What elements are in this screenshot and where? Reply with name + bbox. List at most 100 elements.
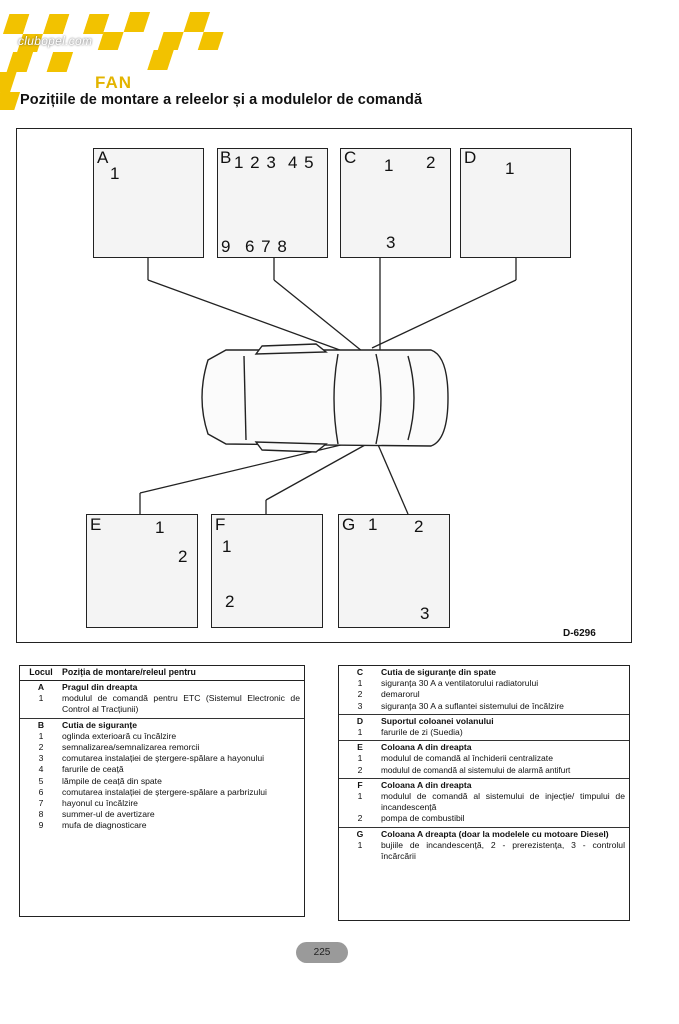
- item-number: 4: [38, 764, 44, 775]
- item-number: 9: [38, 820, 44, 831]
- section-title: Pragul din dreapta: [62, 682, 138, 692]
- item-text: oglinda exterioară cu încălzire: [62, 730, 177, 741]
- section-title: Cutia de siguranțe: [62, 719, 137, 730]
- logo-site-text: clubopel.com: [18, 34, 93, 48]
- panel-f: [211, 514, 323, 628]
- panel-b: [217, 148, 328, 258]
- panel-f-letter: F: [215, 515, 226, 534]
- item-text: modulul de comandă al sistemului de inje…: [381, 791, 625, 813]
- right-legend-table: C Cutia de siguranțe din spate 1 siguranța…: [338, 665, 630, 921]
- item-number: 2: [357, 689, 363, 700]
- section-d: D Suportul coloanei volanului 1 farurile d…: [339, 715, 629, 742]
- item-text: summer-ul de avertizare: [62, 809, 155, 820]
- item-number: 1: [357, 678, 363, 689]
- item-number: 2: [357, 813, 363, 824]
- item-number: 3: [357, 700, 363, 711]
- logo-fan-text: FAN: [95, 73, 132, 92]
- section-code: G: [356, 828, 364, 839]
- panel-f-num-1: 1: [222, 537, 232, 556]
- item-text: mufa de diagnosticare: [62, 820, 147, 831]
- item-text: demarorul: [381, 689, 420, 700]
- item-number: 1: [357, 791, 363, 802]
- item-number: 5: [38, 775, 44, 786]
- item-text: lămpile de ceață din spate: [62, 775, 162, 786]
- item-number: 1: [357, 727, 363, 738]
- section-f: F Coloana A din dreapta 1 modulul de coman…: [339, 779, 629, 828]
- item-number: 1: [357, 753, 363, 764]
- item-number: 6: [38, 786, 44, 797]
- page-number: 225: [296, 942, 348, 963]
- clubopel-fan-logo: [0, 12, 224, 110]
- panel-e-letter: E: [90, 515, 102, 534]
- section-title: Coloana A dreapta (doar la modelele cu m…: [381, 828, 609, 839]
- section-code: E: [357, 742, 363, 753]
- panel-g-num-3: 3: [420, 604, 430, 623]
- section-c: C Cutia de siguranțe din spate 1 siguranța…: [339, 666, 629, 715]
- panel-g-num-2: 2: [414, 517, 424, 536]
- item-text: siguranța 30 A a ventilatorului radiator…: [381, 678, 539, 689]
- panel-a-letter: A: [97, 148, 109, 167]
- panel-d-num-1: 1: [505, 159, 515, 178]
- section-title: Cutia de siguranțe din spate: [381, 667, 497, 677]
- item-number: 2: [357, 764, 363, 775]
- section-code: F: [357, 779, 363, 790]
- panel-e-num-1: 1: [155, 518, 165, 537]
- section-code: C: [356, 667, 364, 677]
- panel-c: [340, 148, 451, 258]
- panel-a: [93, 148, 204, 258]
- item-number: 1: [38, 693, 44, 704]
- item-text: comutarea instalației de ștergere-spălar…: [62, 753, 265, 764]
- panel-b-letter: B: [220, 148, 232, 167]
- diagram-frame: [16, 128, 632, 643]
- header-pozitia: Poziția de montare/releul pentru: [62, 667, 196, 678]
- section-e: E Coloana A din dreapta 1 modulul de coman…: [339, 741, 629, 779]
- panel-d: [460, 148, 571, 258]
- item-text: pompa de combustibil: [381, 813, 465, 824]
- header-locul: Locul: [29, 667, 53, 678]
- item-text: modulul de comandă pentru ETC (Sistemul …: [62, 693, 300, 715]
- section-a: A Pragul din dreapta 1 modulul de comandă …: [20, 681, 304, 719]
- panel-e-num-2: 2: [178, 547, 188, 566]
- panel-c-num-1: 1: [384, 156, 394, 175]
- panel-g: [338, 514, 450, 628]
- item-number: 8: [38, 809, 44, 820]
- panel-c-letter: C: [344, 148, 357, 167]
- panel-d-letter: D: [464, 148, 477, 167]
- section-title: Suportul coloanei volanului: [381, 715, 494, 726]
- panel-b-num-123: 1 2 3: [234, 153, 277, 172]
- section-code: B: [37, 719, 45, 730]
- left-legend-table: Locul Poziția de montare/releul pentru A…: [19, 665, 305, 917]
- item-number: 3: [38, 753, 44, 764]
- item-number: 1: [357, 839, 363, 850]
- panel-c-num-2: 2: [426, 153, 436, 172]
- figure-code: D-6296: [563, 628, 596, 639]
- panel-e: [86, 514, 198, 628]
- panel-g-num-1: 1: [368, 515, 378, 534]
- item-text: farurile de ceață: [62, 764, 124, 775]
- panel-g-letter: G: [342, 515, 356, 534]
- item-number: 7: [38, 798, 44, 809]
- table-header: Locul Poziția de montare/releul pentru: [20, 666, 304, 681]
- panel-a-num-1: 1: [110, 164, 120, 183]
- section-b: B Cutia de siguranțe 1 oglinda exterioară …: [20, 719, 304, 834]
- section-g: G Coloana A dreapta (doar la modelele cu …: [339, 828, 629, 865]
- item-text: bujiile de incandescență, 2 - prereziste…: [381, 839, 625, 862]
- panel-c-num-3: 3: [386, 233, 396, 252]
- item-number: 1: [38, 730, 44, 741]
- panel-f-num-2: 2: [225, 592, 235, 611]
- panel-b-num-9: 9: [221, 237, 231, 256]
- connector-lines: [139, 258, 517, 515]
- section-title: Coloana A din dreapta: [381, 779, 472, 790]
- item-text: comutarea instalației de ștergere-spălar…: [62, 786, 267, 797]
- item-text: hayonul cu încălzire: [62, 798, 138, 809]
- section-title: Coloana A din dreapta: [381, 742, 472, 753]
- section-code: D: [356, 715, 364, 726]
- item-text: semnalizarea/semnalizarea remorcii: [62, 742, 200, 753]
- item-text: modulul de comandă al sistemului de alar…: [381, 765, 571, 775]
- car-top-view: [201, 343, 449, 453]
- item-number: 2: [38, 742, 44, 753]
- item-text: farurile de zi (Suedia): [381, 727, 463, 738]
- panel-b-num-45: 4 5: [288, 153, 315, 172]
- section-code: A: [37, 682, 45, 692]
- item-text: modulul de comandă al închiderii central…: [381, 753, 553, 764]
